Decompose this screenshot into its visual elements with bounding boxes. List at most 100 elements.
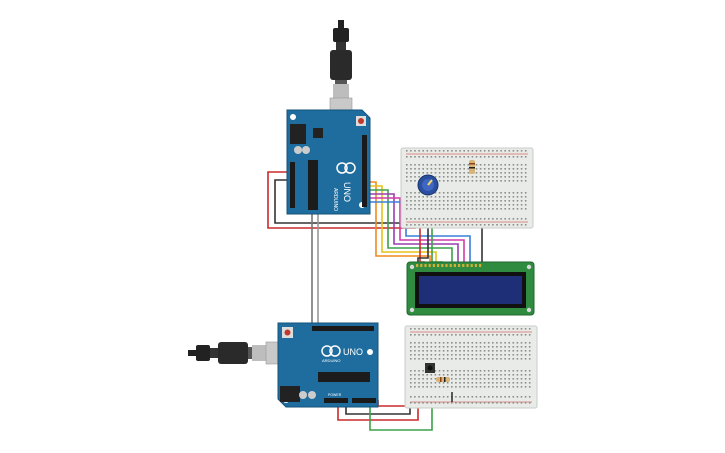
breadboard-hole[interactable]	[488, 150, 490, 152]
breadboard-hole[interactable]	[496, 176, 498, 178]
breadboard-hole[interactable]	[467, 224, 470, 226]
breadboard-hole[interactable]	[471, 224, 474, 226]
breadboard-hole[interactable]	[463, 164, 465, 166]
breadboard-hole[interactable]	[516, 168, 519, 170]
breadboard-hole[interactable]	[418, 196, 420, 198]
breadboard-hole[interactable]	[406, 176, 408, 178]
breadboard-hole[interactable]	[496, 346, 498, 348]
breadboard-hole[interactable]	[426, 334, 428, 336]
breadboard-hole[interactable]	[471, 156, 474, 158]
breadboard-hole[interactable]	[459, 328, 461, 330]
breadboard-hole[interactable]	[455, 204, 457, 206]
breadboard-hole[interactable]	[426, 382, 428, 384]
breadboard-hole[interactable]	[455, 156, 457, 158]
lcd-pin[interactable]	[479, 264, 482, 267]
breadboard-hole[interactable]	[492, 204, 494, 206]
breadboard-hole[interactable]	[459, 378, 461, 380]
lcd-pin[interactable]	[453, 264, 456, 267]
breadboard-hole[interactable]	[446, 328, 449, 330]
breadboard-hole[interactable]	[459, 156, 461, 158]
breadboard-hole[interactable]	[520, 168, 523, 170]
breadboard-hole[interactable]	[467, 218, 470, 220]
breadboard-hole[interactable]	[455, 164, 457, 166]
breadboard-hole[interactable]	[516, 402, 519, 404]
breadboard-hole[interactable]	[446, 396, 449, 398]
breadboard-hole[interactable]	[451, 208, 453, 210]
breadboard-hole[interactable]	[471, 334, 474, 336]
breadboard-hole[interactable]	[442, 176, 445, 178]
breadboard-hole[interactable]	[516, 224, 519, 226]
breadboard-hole[interactable]	[475, 208, 478, 210]
breadboard-hole[interactable]	[496, 168, 498, 170]
breadboard-hole[interactable]	[414, 192, 416, 194]
breadboard-hole[interactable]	[414, 358, 416, 360]
breadboard-hole[interactable]	[459, 382, 461, 384]
breadboard-hole[interactable]	[479, 172, 482, 174]
breadboard-hole[interactable]	[496, 358, 498, 360]
breadboard-hole[interactable]	[508, 346, 510, 348]
breadboard-hole[interactable]	[471, 350, 474, 352]
breadboard-hole[interactable]	[414, 164, 416, 166]
breadboard-hole[interactable]	[422, 150, 424, 152]
breadboard-hole[interactable]	[524, 218, 527, 220]
breadboard-hole[interactable]	[430, 378, 433, 380]
breadboard-hole[interactable]	[479, 334, 482, 336]
breadboard-hole[interactable]	[500, 180, 502, 182]
breadboard-hole[interactable]	[438, 196, 441, 198]
breadboard-hole[interactable]	[430, 204, 433, 206]
breadboard-hole[interactable]	[451, 150, 453, 152]
breadboard-hole[interactable]	[455, 168, 457, 170]
breadboard-hole[interactable]	[459, 374, 461, 376]
breadboard-hole[interactable]	[488, 196, 490, 198]
breadboard-hole[interactable]	[524, 200, 527, 202]
breadboard-hole[interactable]	[512, 346, 515, 348]
breadboard-hole[interactable]	[483, 354, 486, 356]
breadboard-hole[interactable]	[426, 218, 429, 220]
breadboard-hole[interactable]	[508, 180, 511, 182]
breadboard-hole[interactable]	[434, 402, 437, 404]
breadboard-hole[interactable]	[418, 386, 420, 388]
breadboard-top[interactable]	[400, 147, 534, 229]
breadboard-hole[interactable]	[500, 382, 502, 384]
breadboard-hole[interactable]	[520, 164, 523, 166]
breadboard-hole[interactable]	[426, 386, 428, 388]
breadboard-hole[interactable]	[508, 176, 511, 178]
breadboard-hole[interactable]	[512, 180, 515, 182]
breadboard-hole[interactable]	[426, 164, 429, 166]
breadboard-hole[interactable]	[496, 354, 498, 356]
breadboard-hole[interactable]	[418, 192, 420, 194]
breadboard-hole[interactable]	[442, 196, 445, 198]
breadboard-hole[interactable]	[459, 180, 461, 182]
breadboard-hole[interactable]	[455, 218, 457, 220]
breadboard-hole[interactable]	[406, 204, 408, 206]
breadboard-hole[interactable]	[500, 334, 502, 336]
breadboard-hole[interactable]	[479, 176, 482, 178]
breadboard-hole[interactable]	[434, 358, 437, 360]
breadboard-hole[interactable]	[504, 396, 506, 398]
breadboard-hole[interactable]	[446, 334, 449, 336]
breadboard-hole[interactable]	[426, 354, 428, 356]
breadboard-hole[interactable]	[410, 218, 412, 220]
breadboard-hole[interactable]	[479, 370, 482, 372]
breadboard-hole[interactable]	[438, 342, 441, 344]
breadboard-hole[interactable]	[528, 354, 531, 356]
breadboard-hole[interactable]	[410, 180, 412, 182]
breadboard-hole[interactable]	[442, 402, 445, 404]
breadboard-hole[interactable]	[475, 342, 478, 344]
breadboard-hole[interactable]	[430, 334, 433, 336]
breadboard-hole[interactable]	[430, 164, 433, 166]
breadboard-hole[interactable]	[422, 218, 424, 220]
breadboard-hole[interactable]	[483, 156, 486, 158]
breadboard-hole[interactable]	[488, 218, 490, 220]
breadboard-hole[interactable]	[467, 334, 469, 336]
breadboard-hole[interactable]	[422, 204, 424, 206]
breadboard-hole[interactable]	[463, 396, 465, 398]
breadboard-hole[interactable]	[414, 378, 416, 380]
breadboard-hole[interactable]	[479, 378, 482, 380]
breadboard-hole[interactable]	[418, 164, 420, 166]
breadboard-hole[interactable]	[414, 156, 416, 158]
breadboard-hole[interactable]	[524, 156, 527, 158]
lcd-pin[interactable]	[445, 264, 448, 267]
breadboard-hole[interactable]	[442, 224, 445, 226]
breadboard-hole[interactable]	[516, 218, 519, 220]
